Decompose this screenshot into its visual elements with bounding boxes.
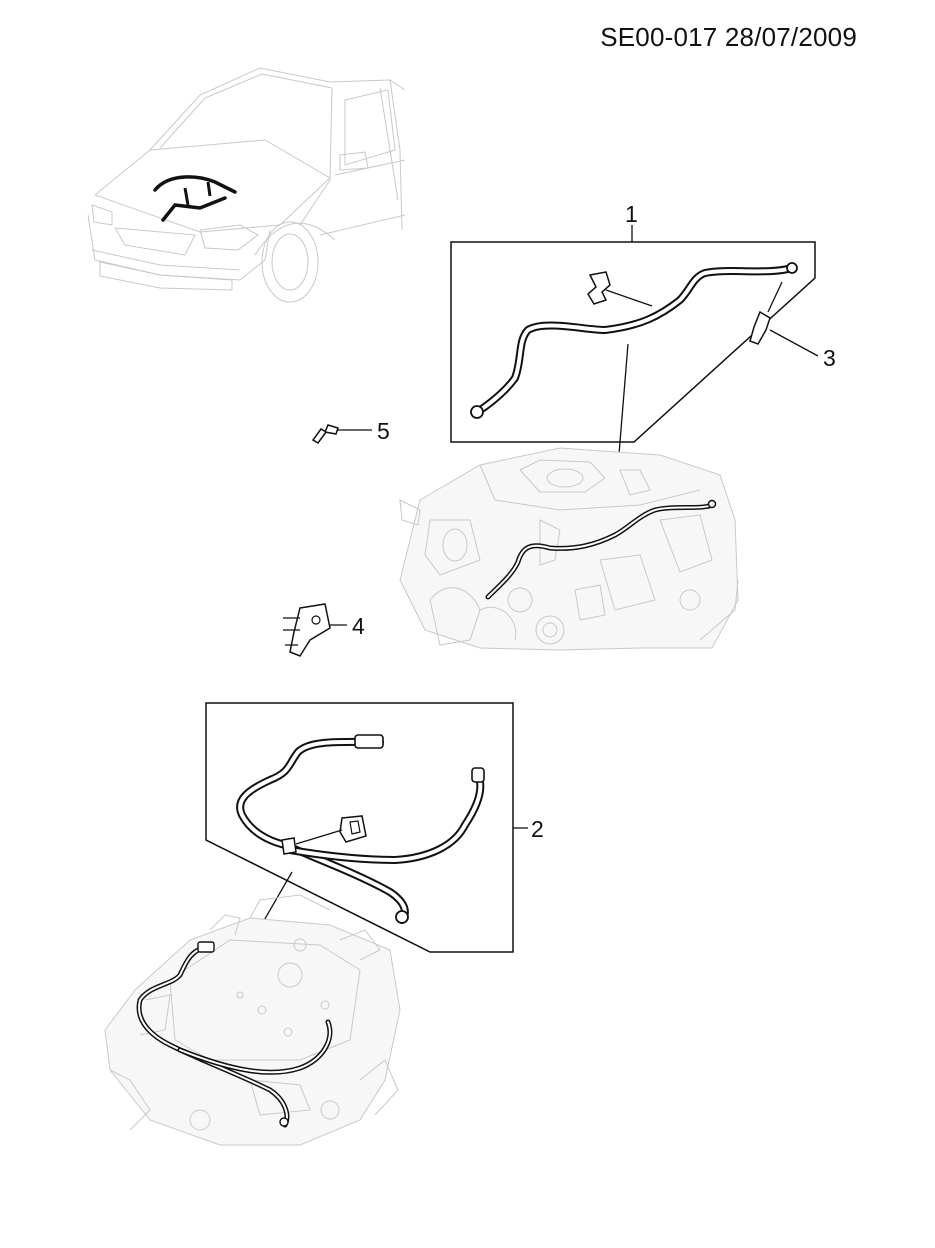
bracket-icon: 4 — [283, 603, 365, 657]
upper-hose-assembly-icon — [470, 262, 798, 419]
quick-connector-icon: 3 — [749, 281, 836, 371]
bolt-icon: 5 — [311, 418, 390, 444]
hose-group-1: 1 — [450, 201, 816, 541]
diagram-reference: SE00-017 28/07/2009 — [600, 22, 857, 52]
hose-group-2: 2 — [191, 702, 544, 1046]
vehicle-overview-icon — [87, 67, 406, 303]
callout-2: 2 — [531, 816, 544, 842]
engine-upper-view-icon — [399, 447, 739, 651]
group-1-outline — [450, 241, 816, 443]
callout-3: 3 — [823, 345, 836, 371]
callout-4: 4 — [352, 613, 365, 639]
hose-clip-icon — [587, 271, 653, 307]
callout-5: 5 — [377, 418, 390, 444]
callout-1: 1 — [625, 201, 638, 227]
hose-clip-icon — [295, 815, 367, 845]
lower-hose-assembly-icon — [236, 734, 485, 924]
engine-lower-view-icon — [104, 894, 401, 1146]
